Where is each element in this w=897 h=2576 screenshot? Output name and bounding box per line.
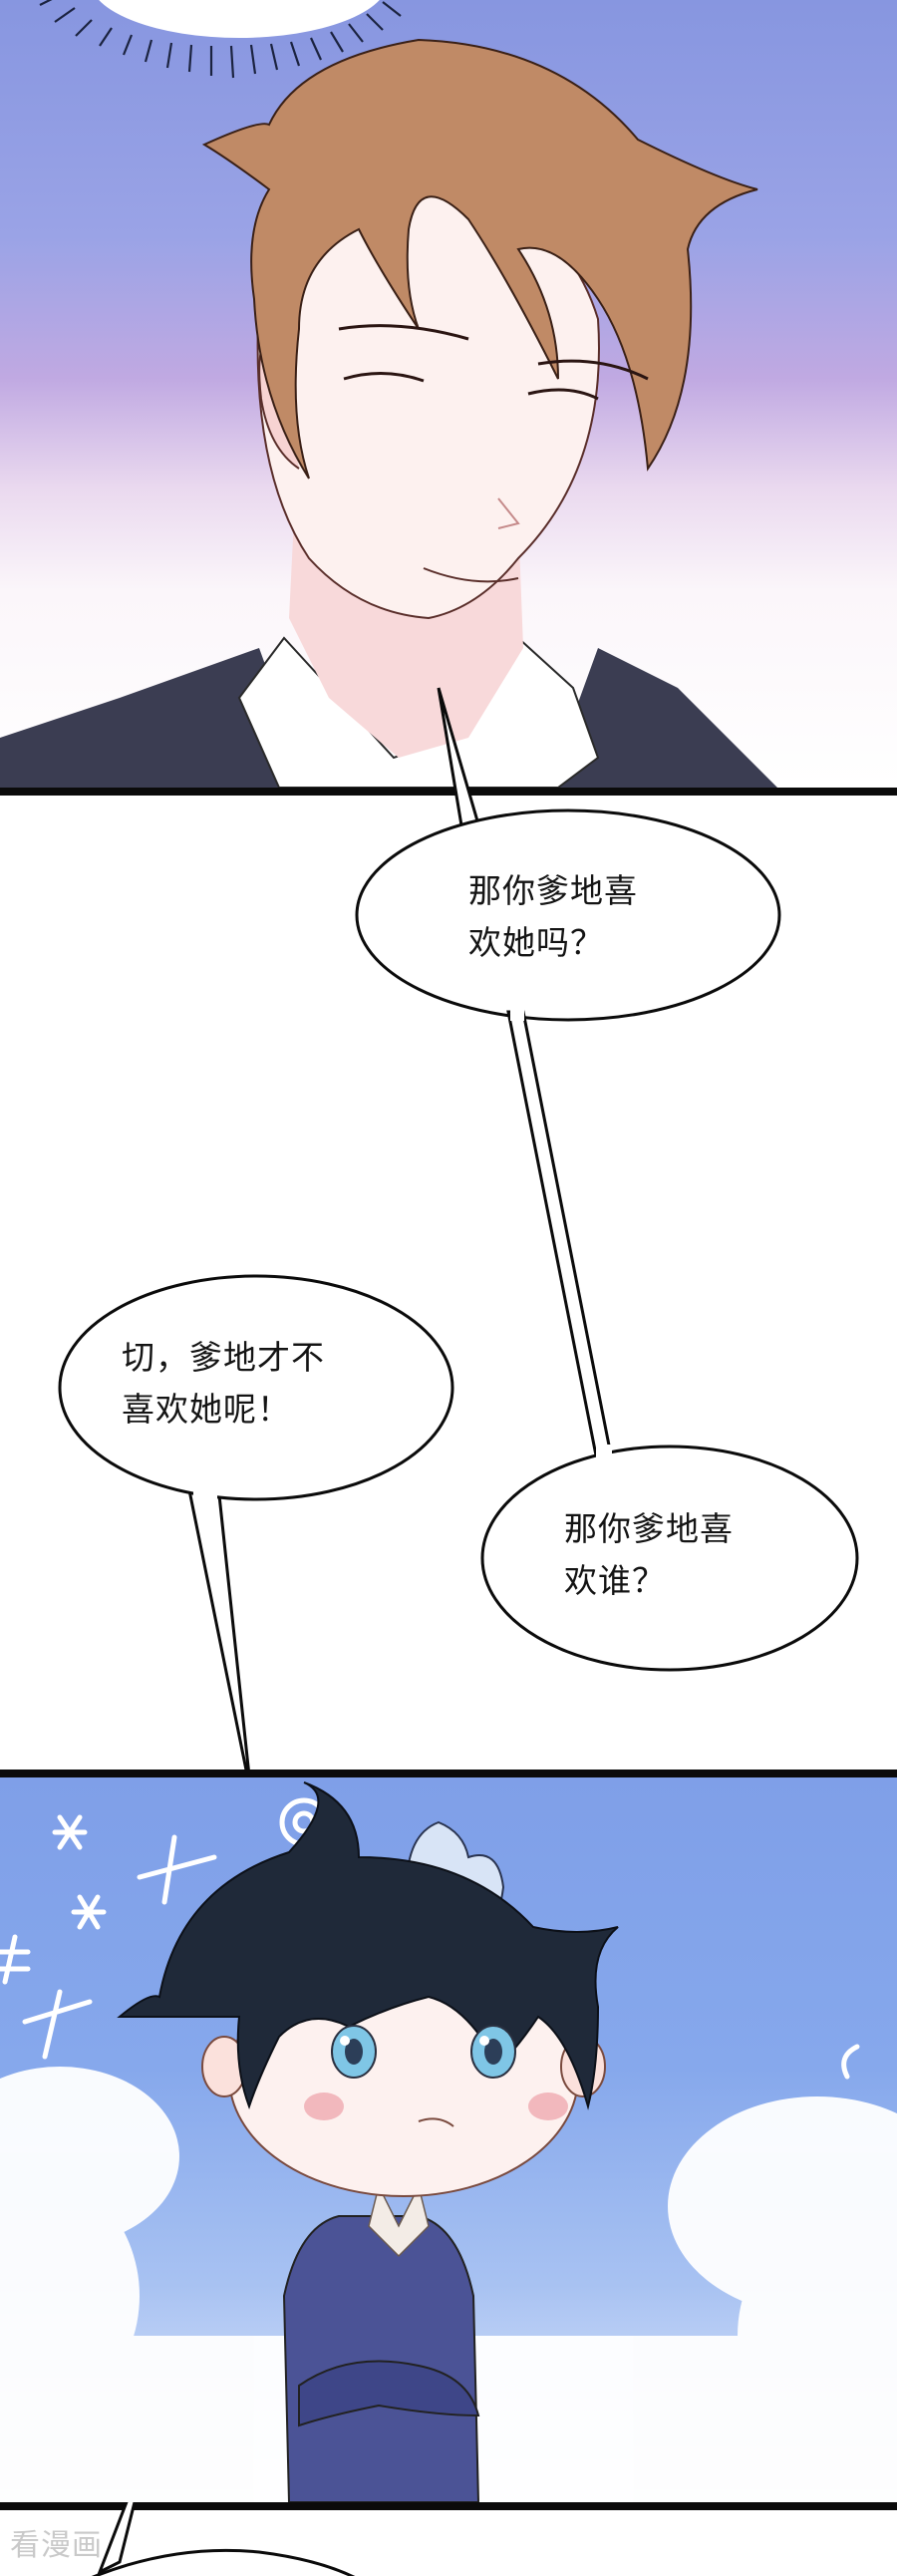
dialogue-gutter: [0, 796, 897, 1770]
halo-burst-icon: [39, 0, 402, 79]
bubble-3-text: 那你爹地喜 欢谁？: [564, 1503, 734, 1607]
bubble-1-text: 那你爹地喜 欢她吗？: [468, 865, 638, 969]
bubble-2-line-2: 喜欢她呢！: [122, 1390, 291, 1429]
boy-illustration: [0, 1781, 897, 2502]
panel-man-smiling: [0, 0, 897, 788]
panel-border-1: [0, 788, 897, 796]
bubble-3-line-2: 欢谁？: [564, 1561, 666, 1600]
bubble-1-line-2: 欢她吗？: [468, 923, 604, 962]
bubble-3-line-1: 那你爹地喜: [564, 1509, 734, 1548]
bubble-2-text: 切，爹地才不 喜欢她呢！: [122, 1332, 325, 1436]
panel-chibi-boy: [0, 1777, 897, 2502]
panel-border-3: [0, 2502, 897, 2510]
bubble-2-line-1: 切，爹地才不: [122, 1338, 325, 1377]
bubble-1-line-1: 那你爹地喜: [468, 871, 638, 910]
watermark-text: 看漫画: [10, 2528, 103, 2563]
panel-border-2: [0, 1770, 897, 1777]
next-bubble-partial: [91, 2502, 356, 2576]
man-illustration: [0, 0, 777, 788]
